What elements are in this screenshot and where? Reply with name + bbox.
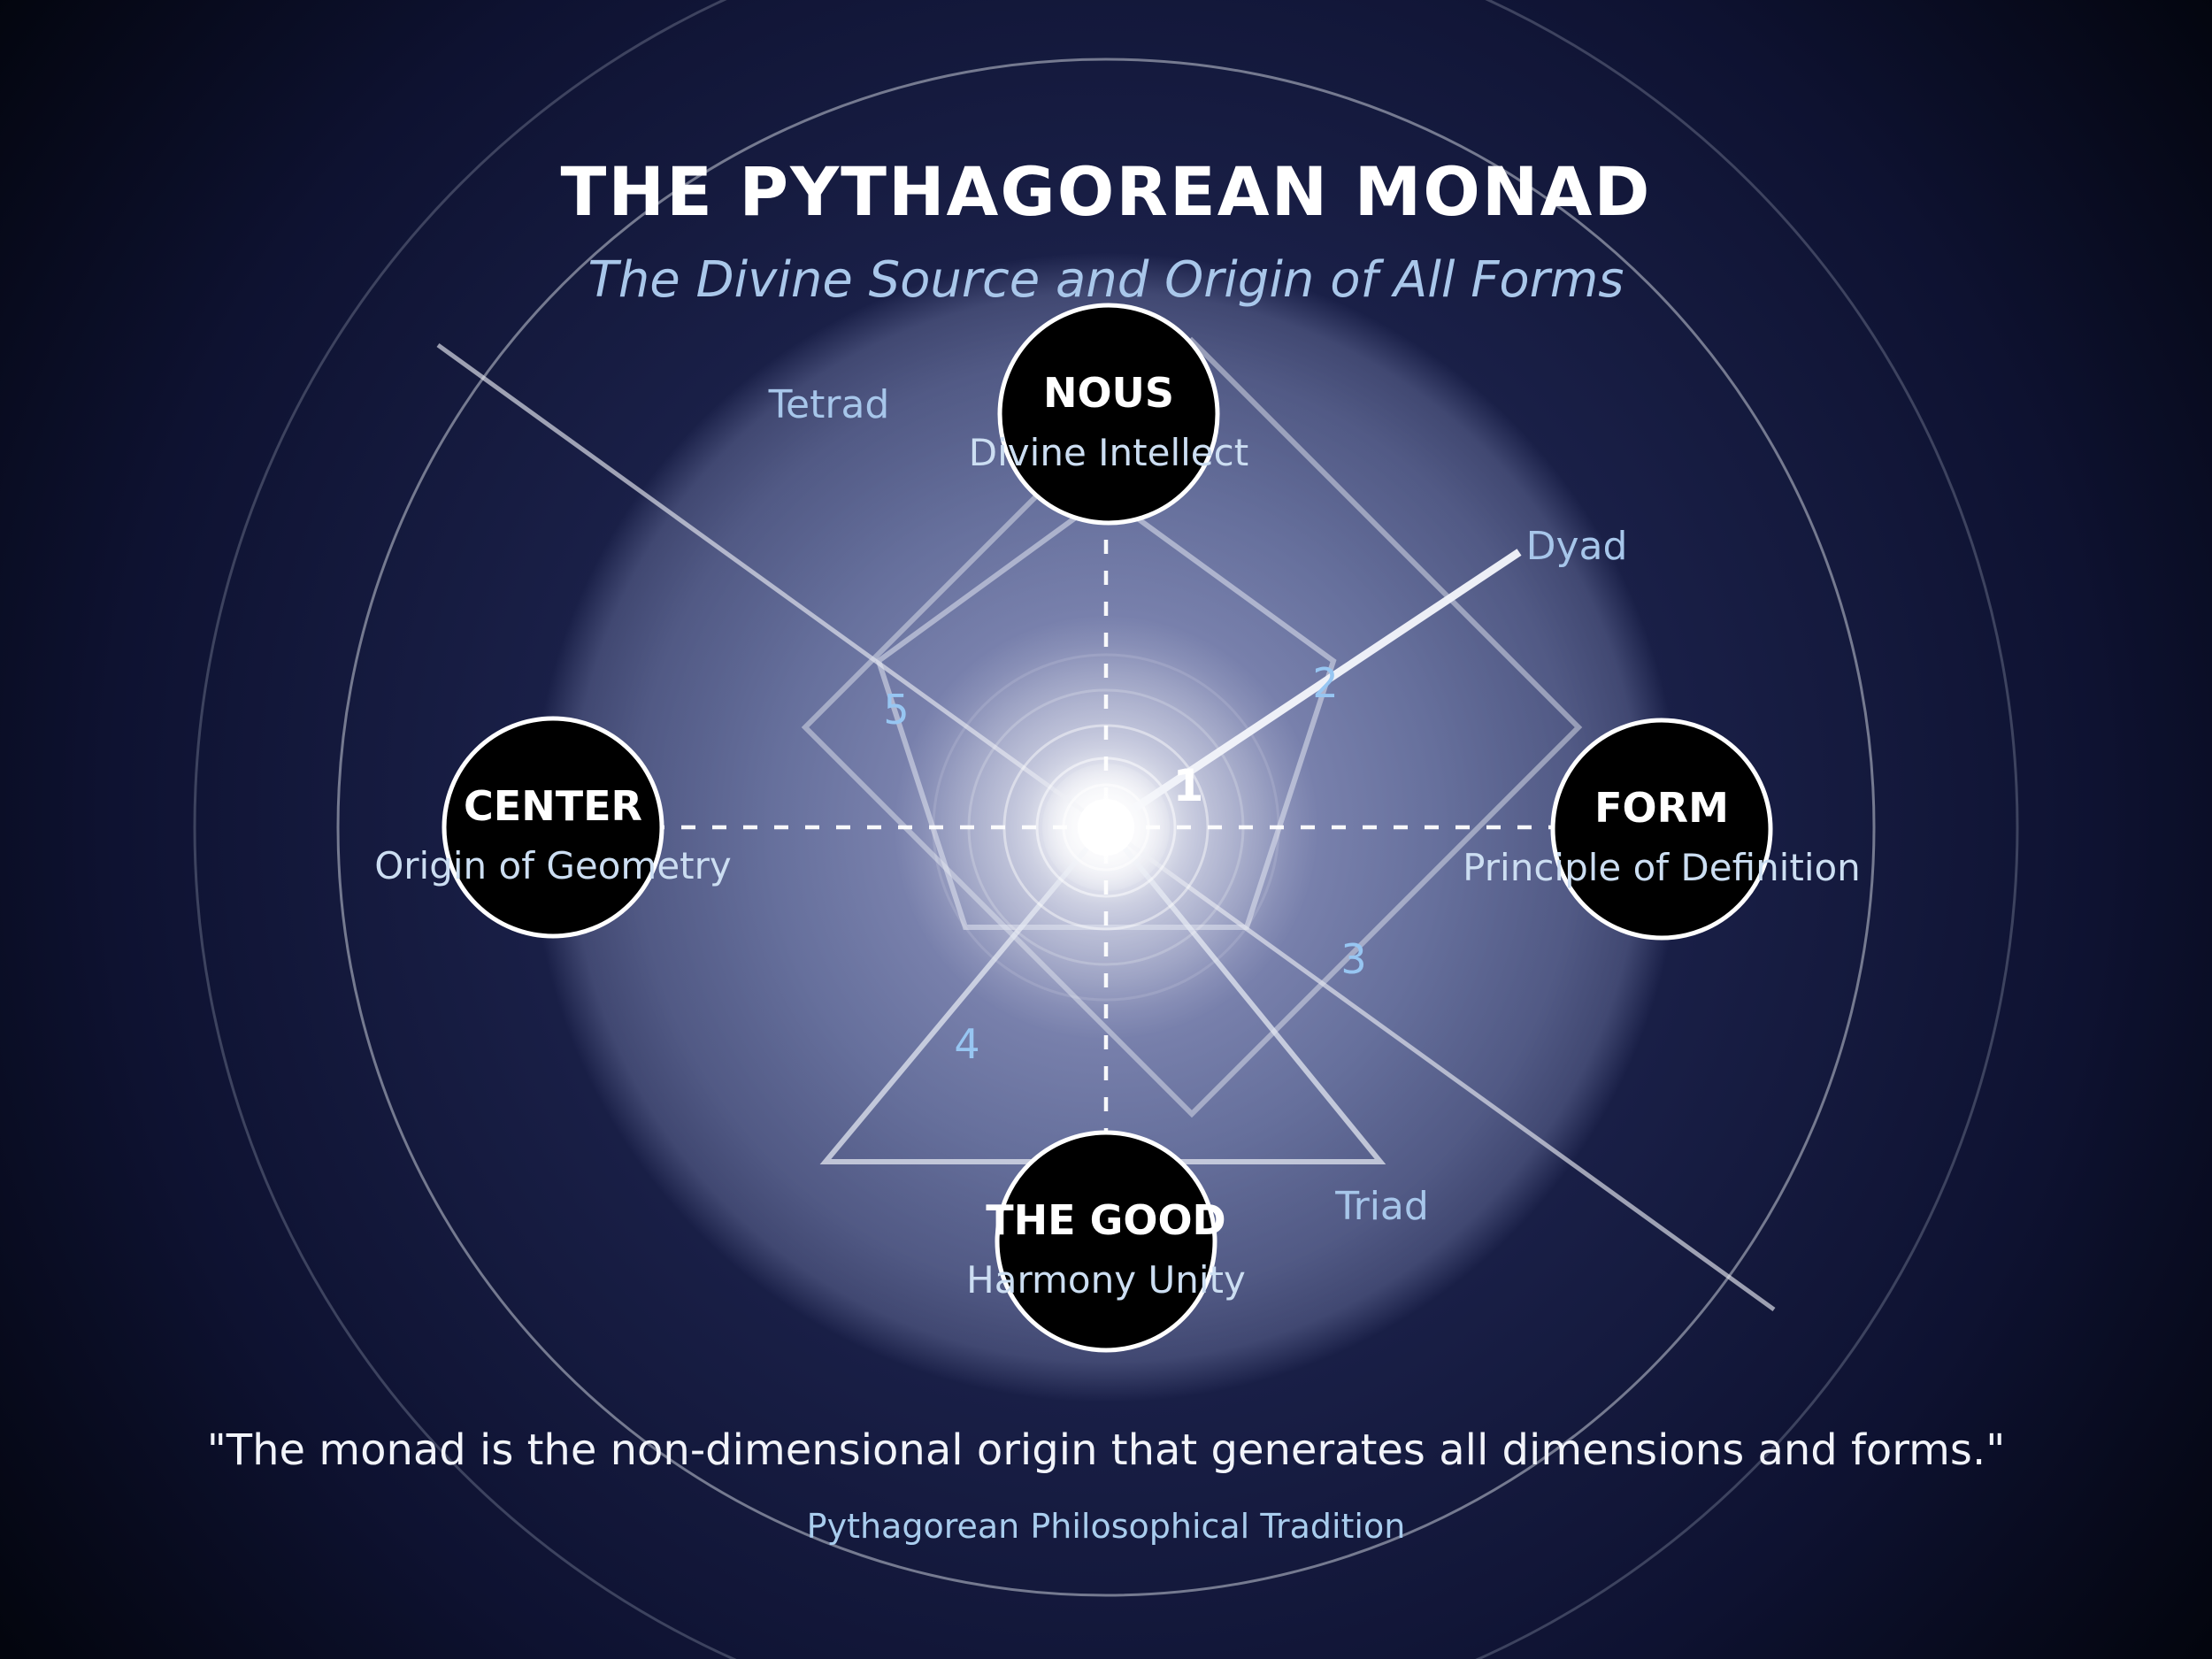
node-form-label: FORM (1594, 784, 1729, 832)
label-triad: Triad (1334, 1184, 1429, 1229)
footer-quote: "The monad is the non-dimensional origin… (207, 1425, 2006, 1475)
node-nous-circle (997, 303, 1220, 526)
node-nous: NOUS Divine Intellect (969, 303, 1248, 526)
node-good: THE GOOD Harmony Unity (966, 1130, 1246, 1353)
number-label-2: 2 (1312, 659, 1338, 707)
footer-attribution: Pythagorean Philosophical Tradition (807, 1507, 1406, 1546)
pentad-pentagon-shape (875, 492, 1337, 930)
node-center-sublabel: Origin of Geometry (374, 844, 732, 887)
node-good-circle (995, 1130, 1217, 1353)
page-title: THE PYTHAGOREAN MONAD (561, 152, 1652, 231)
outer-circle-far (193, 0, 2019, 1659)
page-subtitle: The Divine Source and Origin of All Form… (588, 251, 1624, 309)
node-good-sublabel: Harmony Unity (966, 1258, 1246, 1302)
number-label-1: 1 (1173, 760, 1204, 811)
node-center-label: CENTER (464, 782, 642, 830)
node-nous-label: NOUS (1043, 369, 1174, 417)
node-form-sublabel: Principle of Definition (1463, 846, 1861, 889)
node-form-circle (1550, 718, 1773, 941)
number-label-4: 4 (954, 1020, 979, 1068)
node-good-label: THE GOOD (986, 1196, 1225, 1244)
number-label-5: 5 (883, 686, 909, 733)
node-center: CENTER Origin of Geometry (374, 716, 732, 939)
label-dyad: Dyad (1526, 524, 1628, 569)
monad-center-dot (1078, 799, 1134, 856)
label-tetrad: Tetrad (768, 382, 890, 427)
outer-circle (336, 58, 1876, 1597)
dyad-line (1103, 549, 1522, 831)
node-form: FORM Principle of Definition (1463, 718, 1861, 941)
node-center-circle (442, 716, 664, 939)
number-label-3: 3 (1340, 935, 1366, 983)
node-nous-sublabel: Divine Intellect (969, 431, 1248, 474)
